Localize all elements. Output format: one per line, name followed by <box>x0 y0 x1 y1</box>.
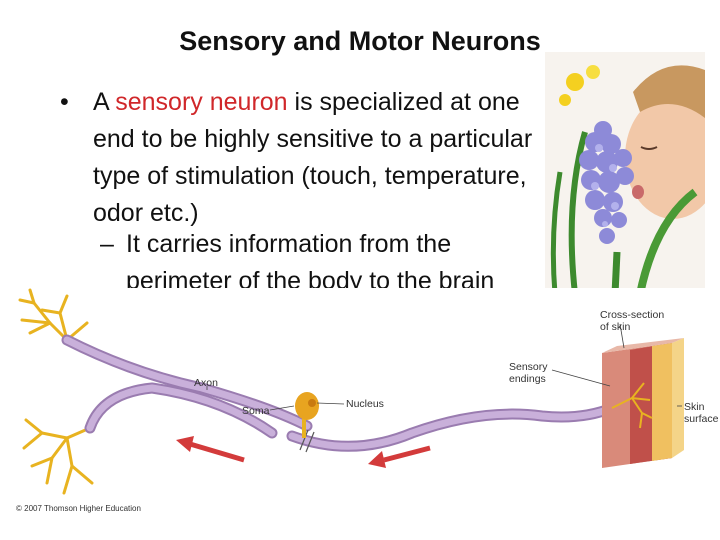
label-cross-section: Cross-section <box>600 309 664 321</box>
signal-arrow-2 <box>368 445 431 468</box>
bullet-rest: is specialized at one end to be highly s… <box>93 88 533 227</box>
label-axon: Axon <box>194 377 218 389</box>
skin-cross-section <box>602 338 684 468</box>
label-endings: endings <box>509 373 546 385</box>
bullet-text: A sensory neuron is specialized at one e… <box>93 84 540 232</box>
label-nucleus: Nucleus <box>346 398 384 410</box>
nucleus <box>308 399 316 407</box>
child-smelling-flower-image <box>545 52 705 294</box>
sub-bullet-marker: – <box>100 230 114 258</box>
label-sensory: Sensory <box>509 361 548 373</box>
highlight-term: sensory neuron <box>115 88 288 116</box>
soma <box>295 392 319 420</box>
bullet-point: • A sensory neuron is specialized at one… <box>60 84 540 232</box>
signal-arrow-1 <box>176 436 245 463</box>
label-surface: surface <box>684 413 719 425</box>
copyright-notice: © 2007 Thomson Higher Education <box>16 504 141 513</box>
axon-break-marks <box>299 429 315 453</box>
bullet-prefix: A <box>93 88 116 116</box>
label-of-skin: of skin <box>600 321 631 333</box>
label-skin: Skin <box>684 401 705 413</box>
label-soma: Soma <box>242 405 270 417</box>
slide-title: Sensory and Motor Neurons <box>179 26 541 56</box>
dendrites-bottom <box>22 418 94 495</box>
bullet-marker: • <box>60 88 69 116</box>
sensory-neuron-diagram: Cross-section of skin Sensory endings Ax… <box>12 288 720 518</box>
